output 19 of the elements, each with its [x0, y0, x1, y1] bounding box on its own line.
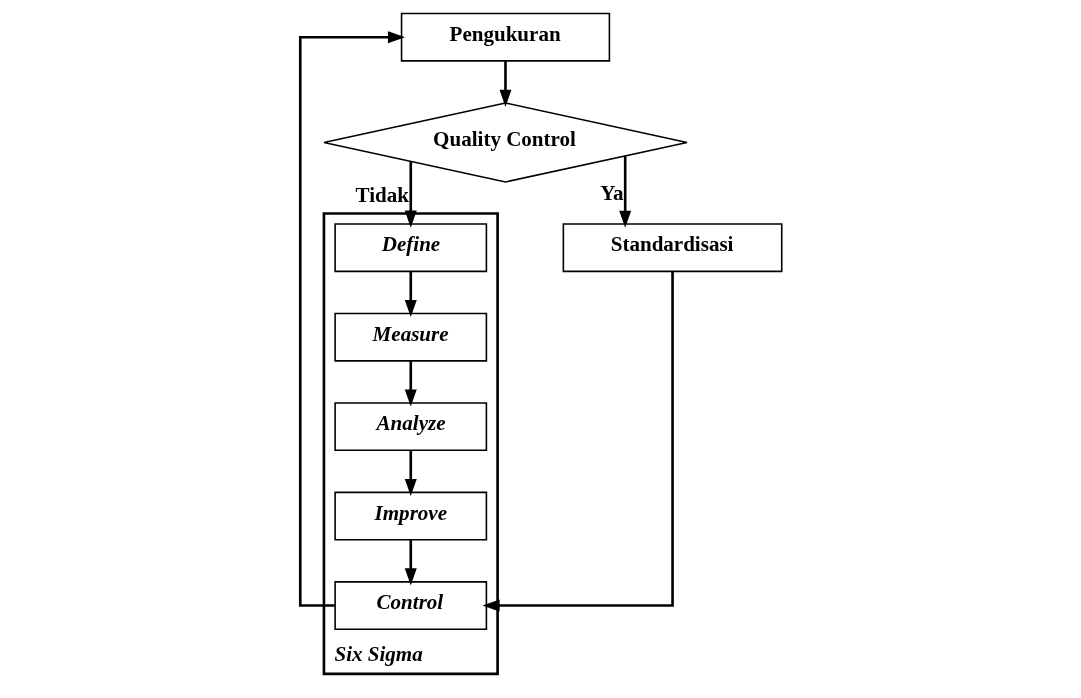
edge-label: Tidak	[355, 183, 409, 208]
node-diamond: Quality Control	[322, 102, 688, 183]
arrow	[298, 31, 405, 607]
edge-label: Ya	[599, 180, 624, 205]
node-box: Define	[333, 223, 487, 273]
arrow	[618, 156, 631, 228]
node-box: Improve	[333, 491, 487, 541]
arrow	[482, 271, 674, 612]
node-box: Measure	[333, 312, 487, 362]
node-box: Control	[333, 581, 487, 630]
node-box: Pengukuran	[400, 12, 610, 62]
node-box: Standardisasi	[562, 223, 783, 273]
arrow	[404, 450, 417, 496]
arrow	[404, 361, 417, 407]
arrow	[404, 540, 417, 586]
arrow	[404, 161, 417, 228]
arrow	[404, 271, 417, 318]
node-box: Analyze	[333, 402, 487, 452]
arrow	[499, 61, 511, 107]
